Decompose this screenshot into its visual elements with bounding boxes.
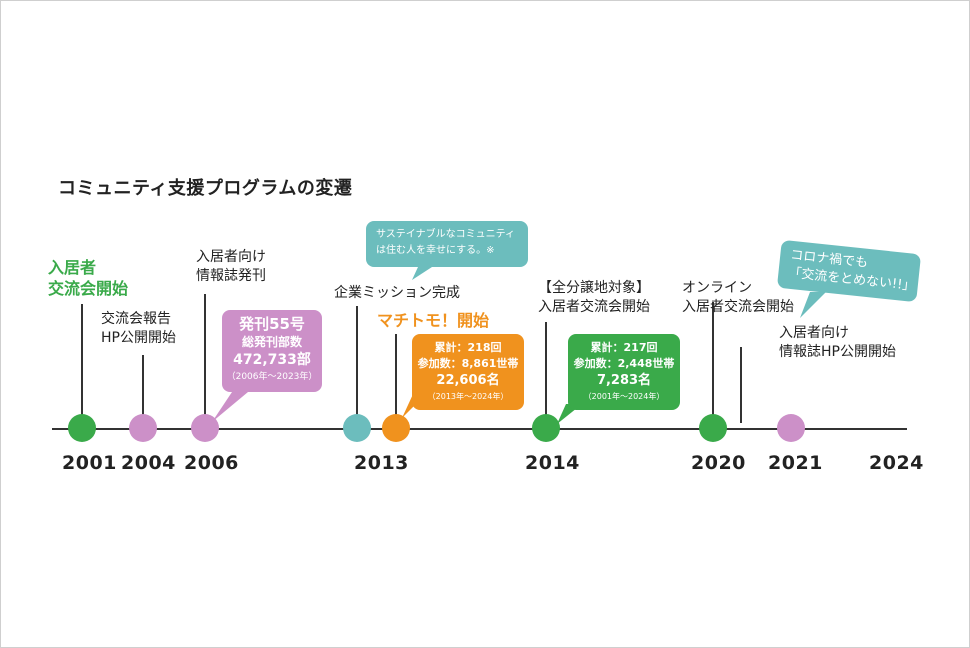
event-2004-line2: HP公開開始 — [101, 330, 176, 346]
bubble-2013-line4: （2013年～2024年） — [427, 392, 509, 401]
mission-bubble: サステイナブルなコミュニティ は住む人を幸せにする。※ — [366, 221, 528, 267]
stem-2014 — [545, 322, 547, 416]
year-2001: 2001 — [62, 452, 117, 474]
year-2021: 2021 — [768, 452, 823, 474]
milestone-dot-2021 — [777, 414, 805, 442]
milestone-dot-2004 — [129, 414, 157, 442]
bubble-2006-line3: 472,733部 — [233, 352, 311, 368]
mission-line2: は住む人を幸せにする。※ — [376, 245, 495, 256]
year-2014: 2014 — [525, 452, 580, 474]
event-2014-line1: 【全分譲地対象】 — [538, 280, 650, 296]
bubble-2006-line4: （2006年～2023年） — [226, 372, 318, 382]
event-2014-line2: 入居者交流会開始 — [538, 299, 650, 315]
event-2001-line2: 交流会開始 — [48, 279, 129, 298]
stem-2004 — [142, 355, 144, 416]
event-2021: 入居者向け 情報誌HP公開開始 — [779, 324, 896, 362]
stats-bubble-2006: 発刊55号 総発刊部数 472,733部 （2006年～2023年） — [222, 310, 322, 392]
stem-2020 — [712, 302, 714, 416]
milestone-dot-2001 — [68, 414, 96, 442]
event-2006: 入居者向け 情報誌発刊 — [196, 248, 266, 286]
bubble-2013-line2: 参加数：8,861世帯 — [417, 357, 519, 370]
year-2024: 2024 — [869, 452, 924, 474]
event-2006-line2: 情報誌発刊 — [196, 268, 266, 284]
milestone-dot-2013 — [343, 414, 371, 442]
stem-2013b — [395, 334, 397, 416]
bubble-2013-line3: 22,606名 — [436, 373, 500, 388]
event-2006-line1: 入居者向け — [196, 249, 266, 265]
year-2004: 2004 — [121, 452, 176, 474]
bubble-2014-line3: 7,283名 — [596, 373, 652, 388]
stem-extra — [740, 347, 742, 423]
bubble-2014-line1: 累計：217回 — [590, 341, 658, 354]
bubble-2014-line2: 参加数：2,448世帯 — [573, 357, 675, 370]
event-2004-line1: 交流会報告 — [101, 311, 171, 327]
stats-bubble-2013: 累計：218回 参加数：8,861世帯 22,606名 （2013年～2024年… — [412, 334, 524, 410]
timeline-axis — [52, 428, 907, 430]
year-2020: 2020 — [691, 452, 746, 474]
event-2004: 交流会報告 HP公開開始 — [101, 310, 176, 348]
year-2006: 2006 — [184, 452, 239, 474]
stem-2006 — [204, 294, 206, 416]
event-2020-line2: 入居者交流会開始 — [682, 299, 794, 315]
diagram-title: コミュニティ支援プログラムの変遷 — [58, 178, 353, 199]
event-2001: 入居者 交流会開始 — [48, 257, 128, 299]
milestone-dot-2006 — [191, 414, 219, 442]
milestone-dot-2013b — [382, 414, 410, 442]
stats-bubble-2014: 累計：217回 参加数：2,448世帯 7,283名 （2001年～2024年） — [568, 334, 680, 410]
year-2013: 2013 — [354, 452, 409, 474]
event-2001-line1: 入居者 — [48, 258, 97, 277]
event-2014: 【全分譲地対象】 入居者交流会開始 — [538, 279, 650, 317]
event-2013b: マチトモ！開始 — [377, 311, 490, 330]
stem-2013 — [356, 306, 358, 416]
milestone-dot-2014 — [532, 414, 560, 442]
event-2021-line2: 情報誌HP公開開始 — [779, 344, 896, 360]
bubble-2014-line4: （2001年～2024年） — [583, 392, 665, 401]
stem-2001 — [81, 304, 83, 416]
event-2021-line1: 入居者向け — [779, 325, 849, 341]
event-2020: オンライン 入居者交流会開始 — [682, 279, 794, 317]
milestone-dot-2020 — [699, 414, 727, 442]
bubble-2013-line1: 累計：218回 — [434, 341, 502, 354]
event-2013-line1: 企業ミッション完成 — [334, 285, 460, 301]
bubble-2006-line2: 総発刊部数 — [241, 335, 302, 349]
event-2013: 企業ミッション完成 — [334, 284, 460, 303]
event-2020-line1: オンライン — [682, 280, 752, 296]
mission-line1: サステイナブルなコミュニティ — [376, 229, 515, 240]
bubble-2006-line1: 発刊55号 — [239, 315, 305, 333]
